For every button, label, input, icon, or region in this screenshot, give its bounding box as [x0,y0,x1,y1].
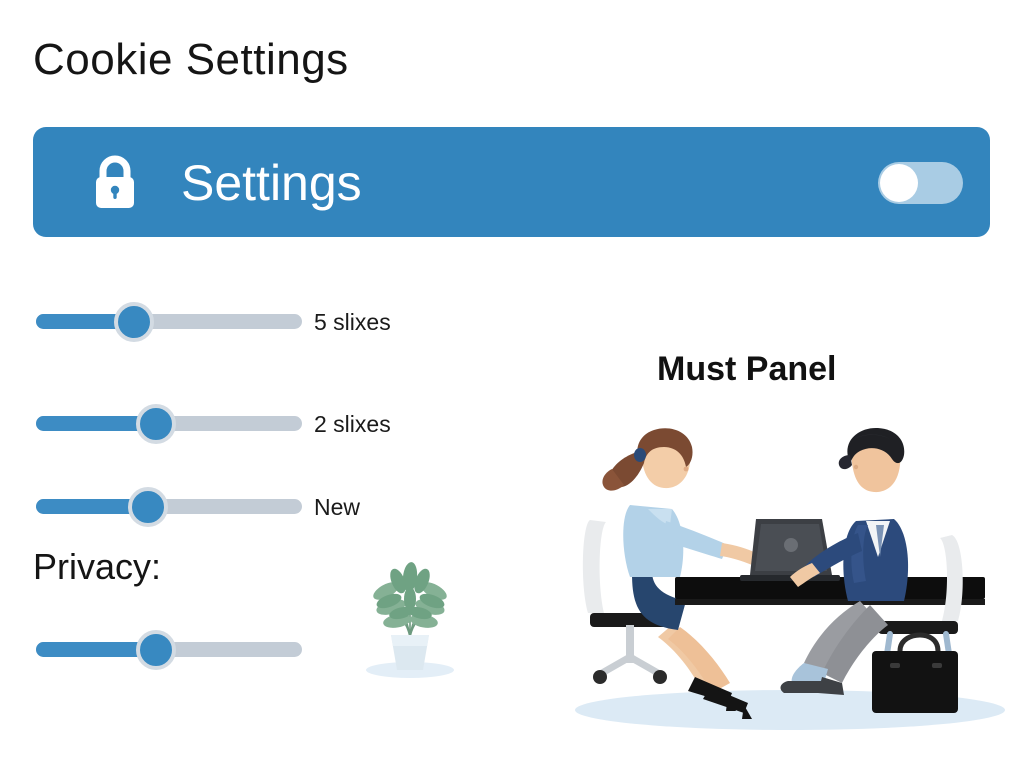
slider-2[interactable] [36,403,302,444]
slider-4[interactable] [36,629,302,670]
slider-3[interactable] [36,486,302,527]
settings-toggle[interactable] [878,162,963,204]
slider-fill-1 [36,314,135,329]
page-title: Cookie Settings [33,35,349,84]
office-desk-illustration [560,425,1020,735]
toggle-knob [880,164,918,202]
slider-label-3: New [314,494,361,520]
must-panel-heading: Must Panel [657,350,837,388]
slider-row-2[interactable]: 2 slixes [36,403,456,444]
slider-row-4[interactable] [36,629,456,670]
slider-fill-3 [36,499,148,514]
slider-fill-4 [36,642,156,657]
settings-bar-title: Settings [181,155,362,211]
slider-knob-2[interactable] [135,403,176,444]
privacy-label: Privacy: [33,546,162,587]
slider-row-1[interactable]: 5 slixes [36,301,456,342]
slider-fill-2 [36,416,156,431]
slider-row-3[interactable]: New [36,486,456,527]
potted-plant-illustration [355,515,465,680]
slider-label-1: 5 slixes [314,309,391,335]
settings-header-bar[interactable]: Settings [33,127,990,237]
slider-label-2: 2 slixes [314,411,391,437]
slider-1[interactable] [36,301,302,342]
slider-knob-3[interactable] [127,486,168,527]
lock-icon [87,154,143,210]
slider-knob-4[interactable] [135,629,176,670]
slider-knob-1[interactable] [114,301,155,342]
